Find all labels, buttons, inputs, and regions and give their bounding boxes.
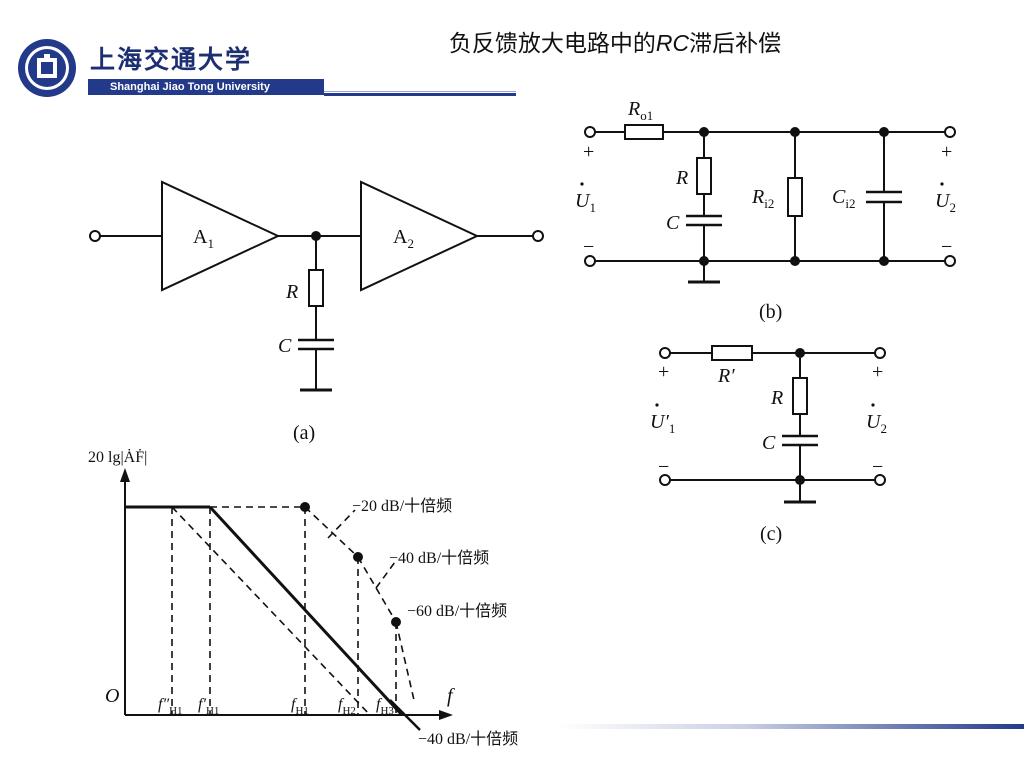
label-c: C (278, 335, 292, 357)
breakpoint-fh3 (391, 617, 401, 627)
amplifier-a1 (161, 180, 281, 292)
label-a2: A2 (393, 226, 414, 251)
label-r-c: R (770, 387, 783, 409)
u1-dot (580, 182, 584, 186)
breakpoint-fh1 (300, 502, 310, 512)
label-u1-prime: U′1 (650, 411, 675, 436)
dashed-curves (171, 506, 415, 716)
label-r-b: R (675, 167, 688, 189)
slide-title: 负反馈放大电路中的RC滞后补偿 (380, 24, 850, 58)
bode-origin: O (105, 685, 119, 707)
breakpoint-fh2 (353, 552, 363, 562)
header-rule-thin (324, 91, 516, 92)
caption-b: (b) (759, 301, 782, 323)
plus-right-c: + (872, 361, 883, 383)
logo-english-name: Shanghai Jiao Tong University (88, 79, 324, 95)
label-ro1: Ro1 (627, 98, 653, 123)
bode-plot (120, 468, 453, 731)
minus-left-c: − (658, 456, 669, 478)
u2-dot (940, 182, 944, 186)
university-seal-icon (18, 39, 76, 97)
footer-rule (560, 724, 1024, 729)
label-r: R (285, 281, 298, 303)
label-a1: A1 (193, 226, 214, 251)
label-u2-b: U2 (935, 190, 956, 215)
minus-right-b: − (941, 236, 952, 258)
caption-c: (c) (760, 523, 782, 545)
minus-right-c: − (872, 456, 883, 478)
minus-left-b: − (583, 236, 594, 258)
amplifier-a2 (360, 180, 480, 292)
tick-fh1: fH1 (291, 696, 309, 717)
label-ci2: Ci2 (832, 186, 855, 211)
label-u2-c: U2 (866, 411, 887, 436)
title-suffix: 滞后补偿 (689, 30, 782, 56)
tick-fh3: fH3 (376, 696, 394, 717)
tick-fh1-prime: f′H1 (198, 696, 219, 717)
slope-annotation-20db: −20 dB/十倍频 (352, 497, 452, 515)
figure-b (584, 124, 956, 284)
plus-right-b: + (941, 141, 952, 163)
tick-fh2: fH2 (338, 696, 356, 717)
bode-y-label: 20 lg|ȦḞ| (88, 448, 147, 466)
slope-annotation-40db-compensated: −40 dB/十倍频 (418, 730, 518, 748)
logo-chinese-name: 上海交通大学 (90, 45, 253, 74)
figure-c (659, 345, 886, 504)
plus-left-b: + (583, 141, 594, 163)
label-c-c: C (762, 432, 776, 454)
output-terminal (532, 230, 544, 242)
tick-fh1-double-prime: f″H1 (158, 696, 183, 717)
slope-annotation-40db: −40 dB/十倍频 (389, 549, 489, 567)
plus-left-c: + (658, 361, 669, 383)
figure-a (89, 180, 544, 392)
label-c-b: C (666, 212, 680, 234)
u2c-dot (871, 403, 875, 407)
header-rule (324, 93, 516, 96)
label-r-prime: R′ (717, 365, 735, 387)
title-prefix: 负反馈放大电路中的 (448, 30, 656, 56)
title-em: RC (655, 30, 690, 56)
label-u1: U1 (575, 190, 596, 215)
bode-x-label: f (447, 685, 455, 707)
compensated-response-slope (208, 505, 404, 717)
slope-annotation-60db: −60 dB/十倍频 (407, 602, 507, 620)
caption-a: (a) (293, 422, 315, 444)
u1p-dot (655, 403, 659, 407)
label-ri2: Ri2 (751, 186, 774, 211)
